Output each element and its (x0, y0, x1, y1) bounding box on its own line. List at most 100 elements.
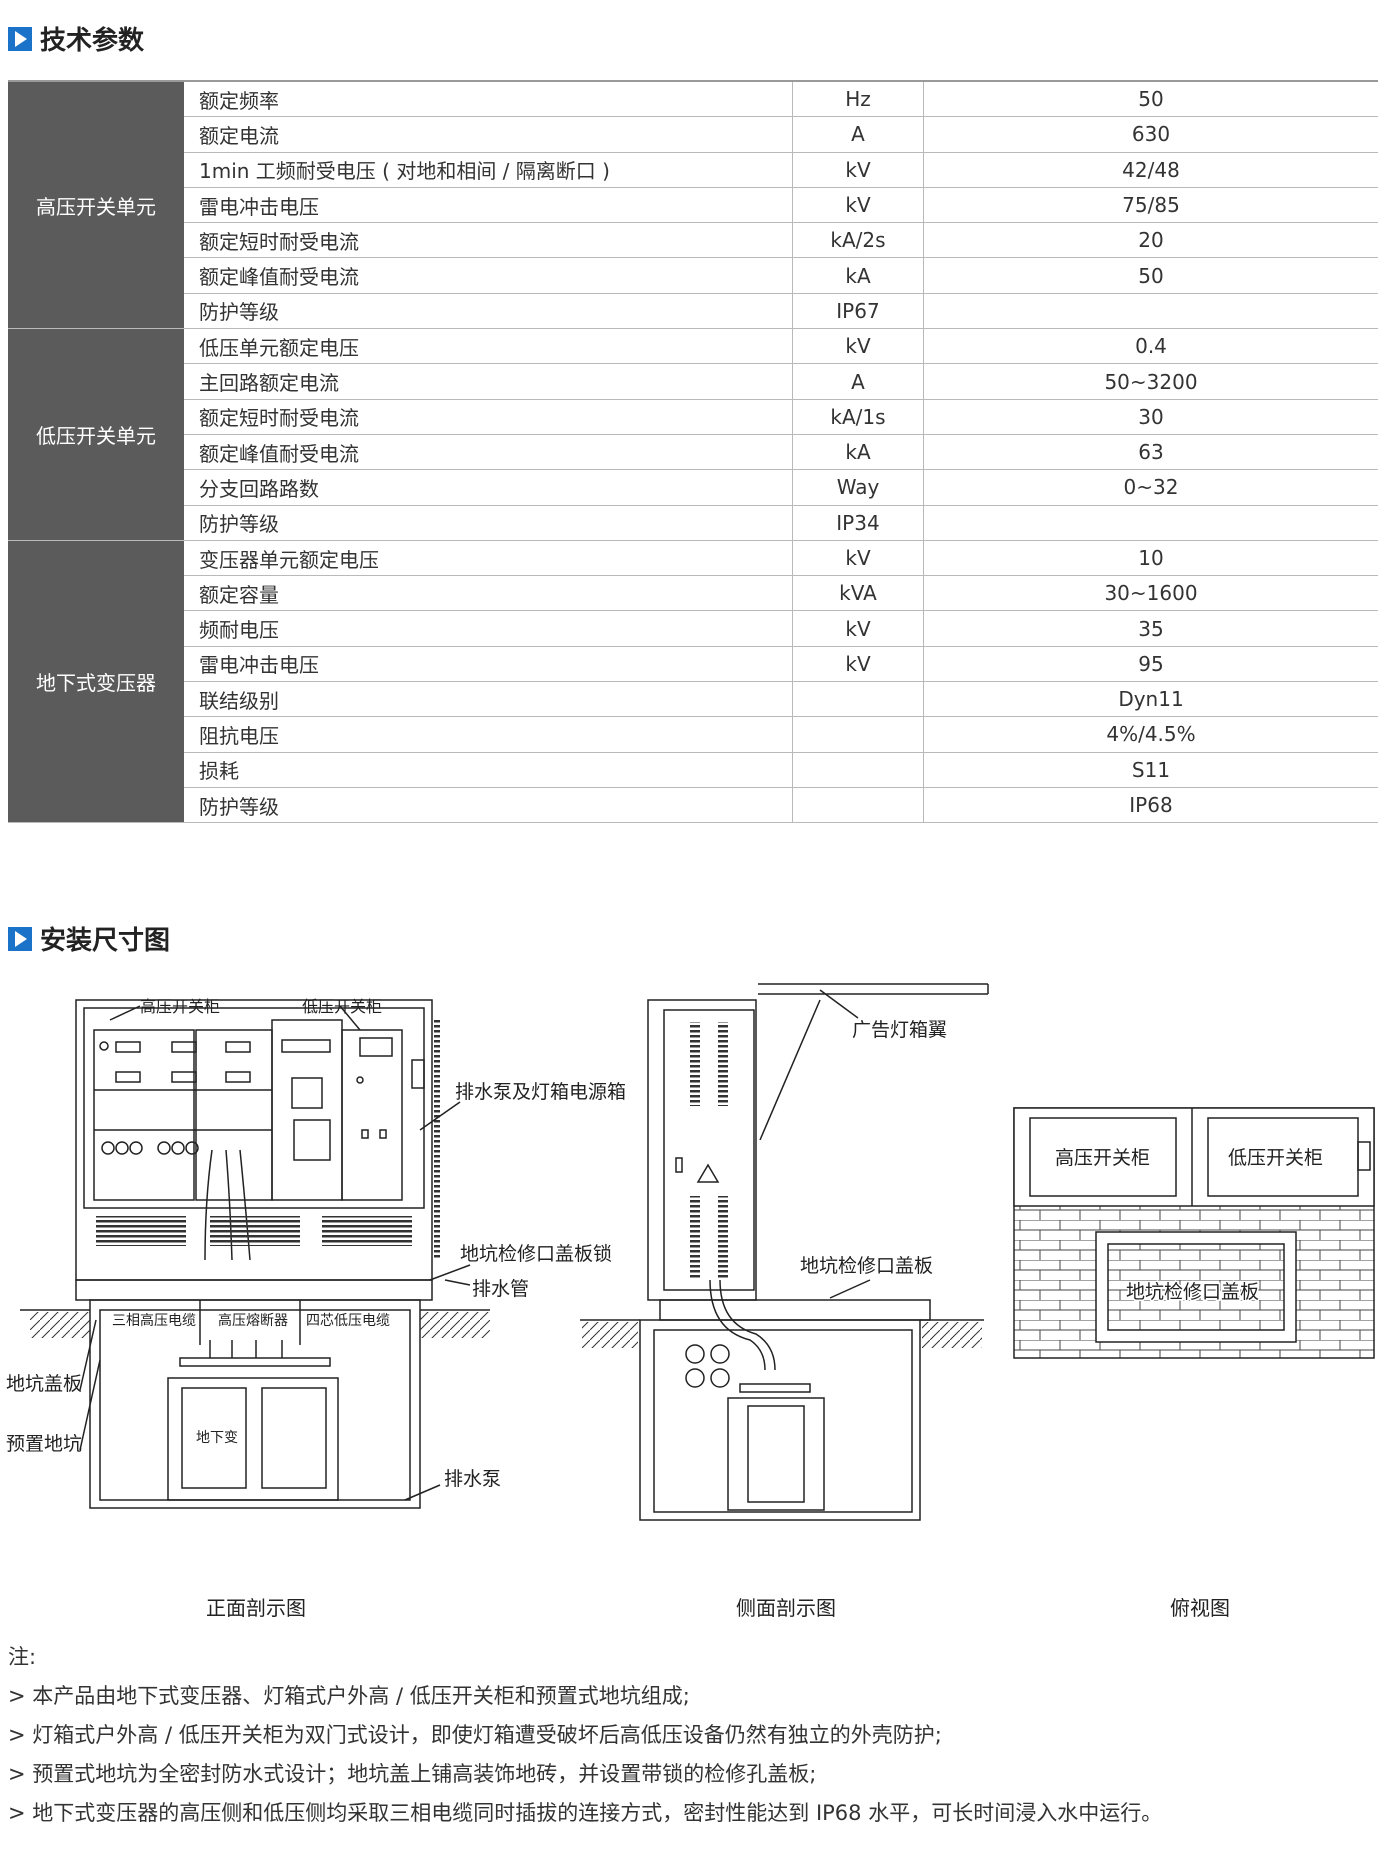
spec-cell-value: 75/85 (923, 187, 1378, 224)
section-title-tech-params: 技术参数 (8, 20, 144, 57)
spec-group-label: 地下式变压器 (8, 540, 184, 824)
spec-cell-param: 防护等级 (184, 505, 793, 541)
spec-cell-unit (792, 716, 924, 753)
spec-group-label: 高压开关单元 (8, 80, 184, 330)
note-item: > 地下式变压器的高压侧和低压侧均采取三相电缆同时插拔的连接方式，密封性能达到 … (8, 1801, 1163, 1825)
label-pit-access-cover: 地坑检修口盖板 (800, 1255, 933, 1277)
spec-cell-param: 额定短时耐受电流 (184, 399, 793, 435)
spec-cell-value: 42/48 (923, 152, 1378, 188)
front-section-view (20, 999, 490, 1509)
spec-cell-param: 雷电冲击电压 (184, 646, 793, 683)
spec-cell-param: 额定容量 (184, 575, 793, 612)
label-hv-fuse: 高压熔断器 (218, 1312, 288, 1329)
top-view (1013, 1107, 1375, 1359)
spec-cell-param: 额定频率 (184, 80, 793, 118)
spec-cell-unit: kA (792, 257, 924, 294)
spec-cell-unit: kV (792, 646, 924, 683)
note-item: > 预置式地坑为全密封防水式设计；地坑盖上铺高装饰地砖，并设置带锁的检修孔盖板; (8, 1762, 817, 1786)
label-pit-cover: 地坑盖板 (6, 1373, 82, 1395)
spec-cell-unit: kV (792, 328, 924, 365)
spec-cell-value: 0~32 (923, 469, 1378, 506)
spec-cell-param: 阻抗电压 (184, 716, 793, 753)
spec-row: 地下式变压器变压器单元额定电压 kV 10 (8, 540, 1378, 824)
label-hv-cable: 三相高压电缆 (112, 1312, 196, 1329)
spec-cell-value: 50 (923, 80, 1378, 118)
notes-heading: 注: (8, 1645, 37, 1669)
section-title-install-dims: 安装尺寸图 (8, 920, 170, 957)
caption-top-view: 俯视图 (1170, 1596, 1230, 1620)
spec-cell-unit: kV (792, 187, 924, 224)
spec-cell-unit: A (792, 363, 924, 400)
spec-cell-unit: Hz (792, 80, 924, 118)
spec-cell-param: 额定峰值耐受电流 (184, 257, 793, 294)
spec-cell-param: 联结级别 (184, 681, 793, 718)
spec-cell-unit: kA/2s (792, 222, 924, 259)
caption-side-view: 侧面剖示图 (736, 1596, 836, 1620)
spec-cell-param: 额定电流 (184, 116, 793, 153)
spec-group-label: 低压开关单元 (8, 328, 184, 541)
spec-cell-unit: kV (792, 610, 924, 647)
spec-row: 防护等级 IP68 (8, 787, 1378, 824)
spec-cell-value: 35 (923, 610, 1378, 647)
spec-row: 损耗 S11 (8, 752, 1378, 788)
spec-cell-value: 95 (923, 646, 1378, 683)
play-arrow-icon (8, 26, 32, 51)
spec-cell-param: 分支回路路数 (184, 469, 793, 506)
note-item: > 本产品由地下式变压器、灯箱式户外高 / 低压开关柜和预置式地坑组成; (8, 1684, 690, 1708)
label-ad-wing: 广告灯箱翼 (852, 1019, 947, 1041)
spec-cell-value: 30~1600 (923, 575, 1378, 612)
spec-cell-value: IP68 (923, 787, 1378, 824)
installation-diagram: 高压开关柜 低压开关柜 排水泵及灯箱电源箱 地坑检修口盖板锁 排水管 三相高压电… (6, 983, 1375, 1521)
spec-cell-unit: kVA (792, 575, 924, 612)
spec-cell-param: 额定短时耐受电流 (184, 222, 793, 259)
spec-cell-value (923, 293, 1378, 330)
spec-cell-value: 0.4 (923, 328, 1378, 365)
spec-cell-value: 20 (923, 222, 1378, 259)
spec-cell-param: 损耗 (184, 752, 793, 788)
spec-cell-unit: kV (792, 152, 924, 188)
notes: 注: > 本产品由地下式变压器、灯箱式户外高 / 低压开关柜和预置式地坑组成; … (8, 1638, 1162, 1833)
label-pit-lock: 地坑检修口盖板锁 (460, 1243, 612, 1265)
spec-cell-value: 50~3200 (923, 363, 1378, 400)
caption-front-view: 正面剖示图 (206, 1596, 306, 1620)
spec-cell-value: 630 (923, 116, 1378, 153)
label-drain-pipe: 排水管 (472, 1278, 529, 1300)
spec-cell-unit: IP67 (792, 293, 924, 330)
spec-cell-unit: kA (792, 434, 924, 471)
spec-cell-value: Dyn11 (923, 681, 1378, 718)
spec-cell-value: 30 (923, 399, 1378, 435)
spec-cell-param: 防护等级 (184, 293, 793, 330)
spec-cell-value (923, 505, 1378, 541)
spec-cell-param: 变压器单元额定电压 (184, 540, 793, 577)
spec-cell-unit: IP34 (792, 505, 924, 541)
spec-cell-param: 防护等级 (184, 787, 793, 824)
spec-cell-value: S11 (923, 752, 1378, 788)
label-pump-box: 排水泵及灯箱电源箱 (455, 1081, 626, 1103)
label-drain-pump: 排水泵 (444, 1468, 501, 1490)
label-top-lv: 低压开关柜 (1228, 1147, 1323, 1169)
label-lv-cable: 四芯低压电缆 (306, 1313, 390, 1329)
side-section-view (580, 983, 989, 1521)
spec-cell-param: 额定峰值耐受电流 (184, 434, 793, 471)
spec-cell-param: 1min 工频耐受电压 ( 对地和相间 / 隔离断口 ) (184, 152, 793, 188)
spec-cell-value: 10 (923, 540, 1378, 577)
play-arrow-icon (8, 926, 32, 951)
